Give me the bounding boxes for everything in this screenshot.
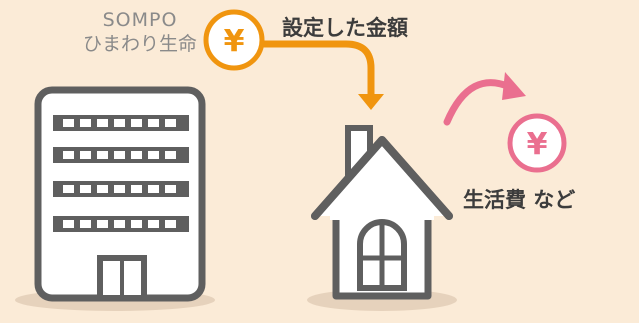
company-name: SOMPO ひまわり生命	[20, 8, 260, 56]
amount-label: 設定した金額	[282, 16, 408, 40]
yen-coin-icon: ¥	[203, 9, 265, 71]
arrow-icon	[256, 40, 384, 110]
curved-arrow-icon	[443, 72, 526, 126]
expense-yen-symbol: ¥	[527, 127, 548, 162]
building-icon	[34, 86, 206, 302]
expense-coin-icon: ¥	[507, 113, 567, 173]
living-expenses-label: 生活費 など	[463, 188, 576, 212]
company-name-line2: ひまわり生命	[82, 33, 197, 55]
payment-yen-symbol: ¥	[224, 24, 245, 59]
house-icon	[311, 125, 453, 300]
company-name-line1: SOMPO	[102, 9, 178, 31]
